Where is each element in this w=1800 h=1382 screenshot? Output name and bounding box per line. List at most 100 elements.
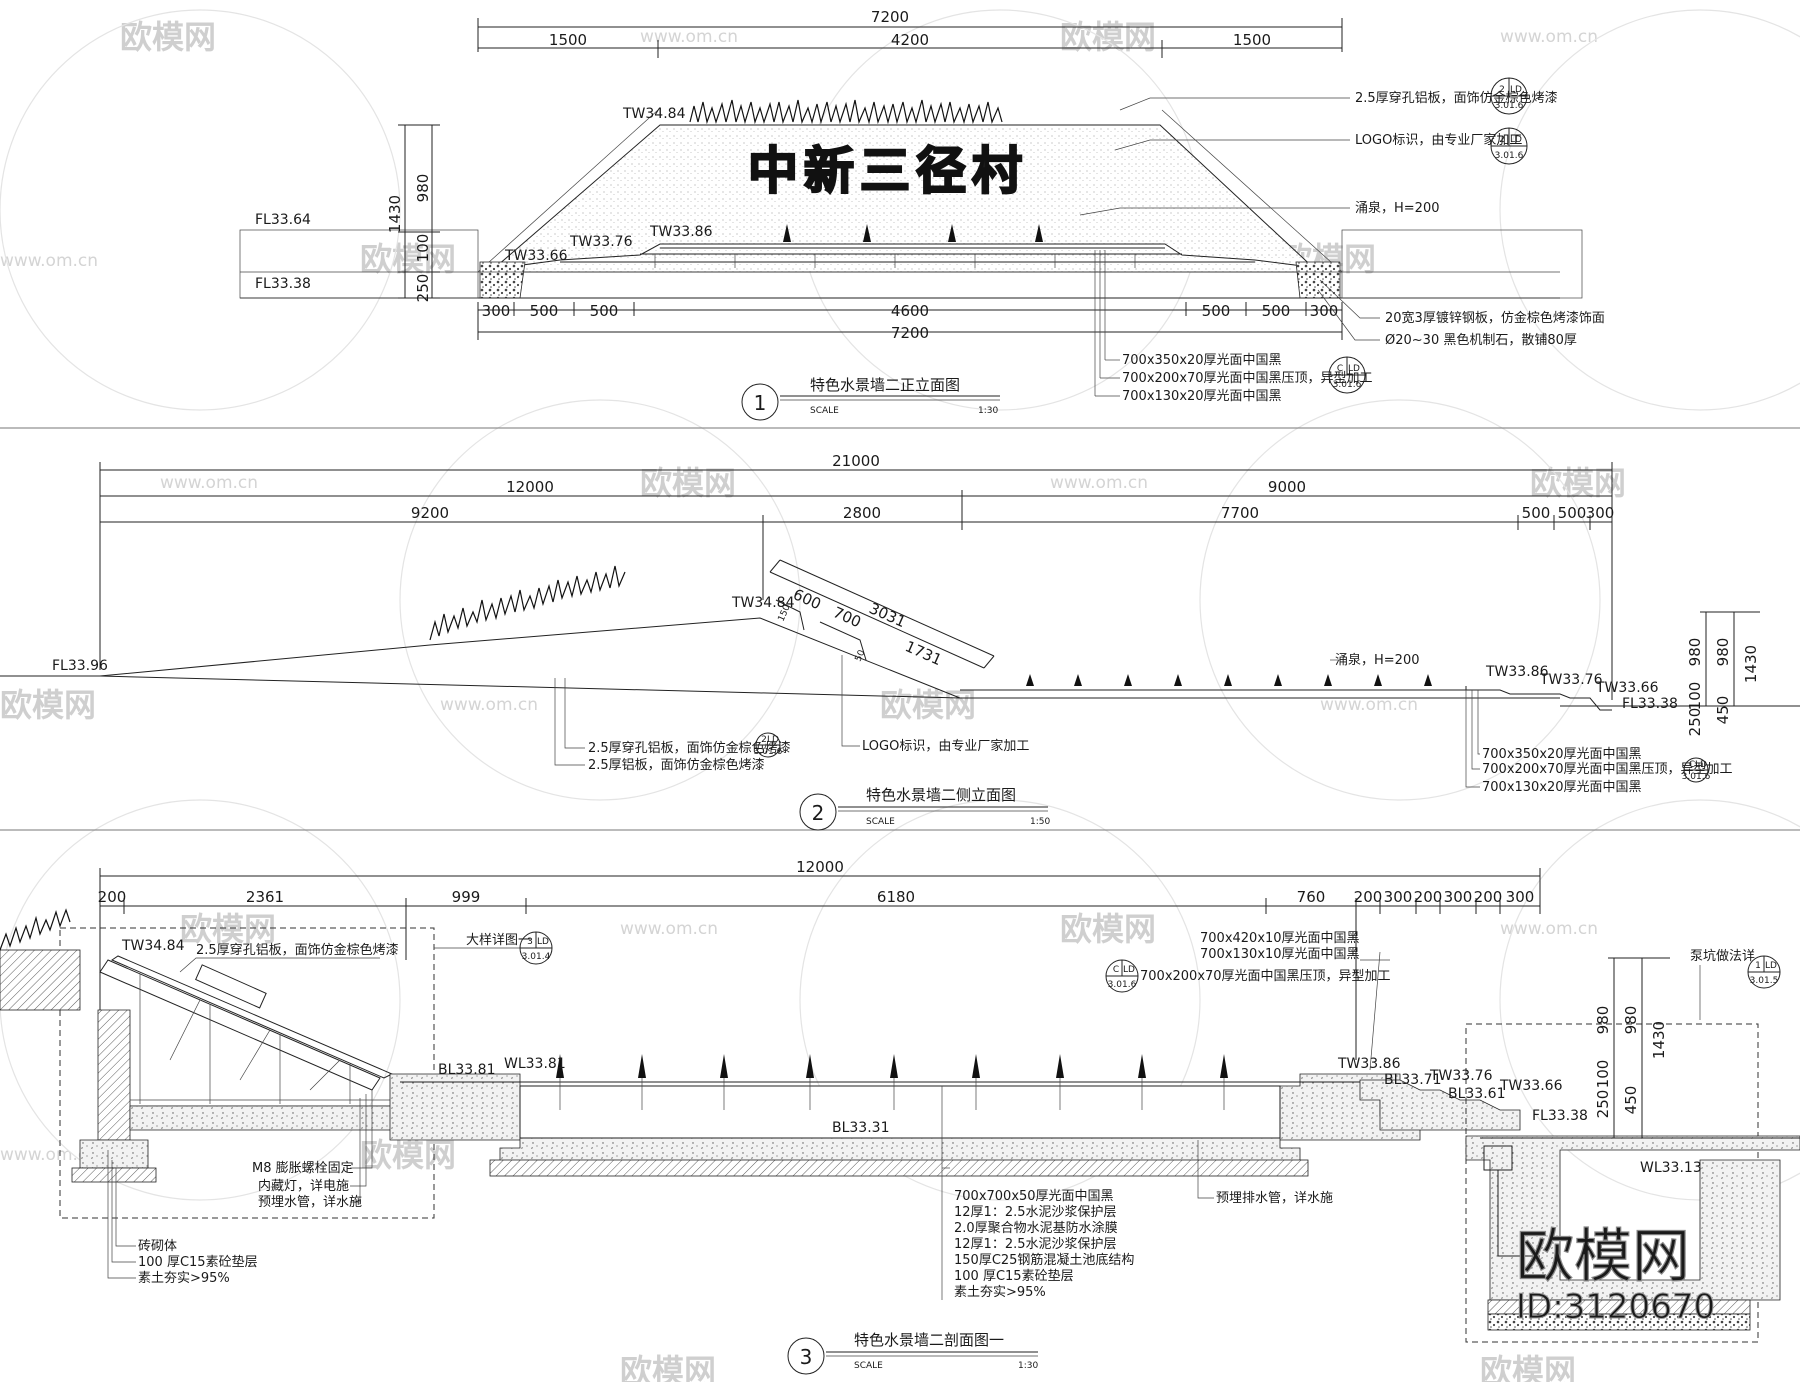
- dim-left: 12000: [506, 478, 554, 496]
- pool-steps: [499, 243, 1319, 269]
- dim-total: 21000: [832, 452, 880, 470]
- watermark-url: www.om.cn: [1050, 473, 1148, 493]
- leader-lines: [1079, 97, 1380, 397]
- note-perforated-panel: 2.5厚穿孔铝板，面饰仿金棕色烤漆: [1355, 90, 1558, 106]
- svg-text:2: 2: [761, 735, 767, 745]
- fountain-pipes: [559, 1078, 1225, 1110]
- dim-bottom-3: 500: [590, 302, 619, 320]
- level-tw-top: TW34.84: [731, 595, 795, 611]
- level-bl-c: BL33.61: [1448, 1086, 1505, 1102]
- planting-row: [429, 565, 626, 641]
- level-fl: FL33.38: [1532, 1108, 1588, 1124]
- note-base-3: 素土夯实>95%: [138, 1271, 230, 1286]
- svg-text:2: 2: [1499, 135, 1505, 145]
- watermark-logo: 欧模网: [360, 1136, 456, 1174]
- watermark-url: www.om.cn: [440, 695, 538, 715]
- fountain-jets: [556, 1054, 1228, 1078]
- planting-row: [689, 99, 1003, 125]
- gravel-bed-left: [479, 261, 526, 299]
- view-number: 2: [812, 801, 825, 825]
- dimension-chain-top: [477, 18, 1343, 58]
- watermark-logo: 欧模网: [1060, 18, 1156, 56]
- dim-300a: 300: [1384, 888, 1413, 906]
- level-tw-c: TW33.86: [1337, 1056, 1401, 1072]
- note-perforated-panel: 2.5厚穿孔铝板，面饰仿金棕色烤漆: [196, 942, 399, 958]
- pit-gravel: [1487, 1313, 1751, 1331]
- dim-h-250: 250: [1594, 1090, 1612, 1119]
- leader-lines: [107, 947, 1701, 1300]
- svg-text:C: C: [1689, 760, 1695, 770]
- dim-total-width: 7200: [871, 8, 909, 26]
- dimension-vertical: [1700, 611, 1760, 707]
- dim-999: 999: [452, 888, 481, 906]
- inclined-panel: [769, 559, 995, 669]
- dim-200: 200: [98, 888, 127, 906]
- note-stone-3: 700x130x20厚光面中国黑: [1482, 780, 1642, 795]
- side-profile: [0, 617, 1800, 711]
- dim-h-450: 450: [1622, 1086, 1640, 1115]
- note-base-1: 砖砌体: [138, 1239, 177, 1254]
- dim-h-1430: 1430: [1650, 1021, 1668, 1059]
- watermark-url: www.om.cn: [620, 919, 718, 939]
- note-detail: 大样详图一: [466, 933, 531, 948]
- view-title-block: 3 特色水景墙二剖面图一 SCALE 1:30: [787, 1331, 1038, 1375]
- dim-bottom-total: 7200: [891, 324, 929, 342]
- svg-text:LD: LD: [1123, 965, 1135, 975]
- svg-text:700x700x50厚光面中国黑: 700x700x50厚光面中国黑: [954, 1189, 1114, 1204]
- svg-text:3.01.6: 3.01.6: [754, 747, 783, 757]
- view-3-section: 12000 200 2361 999 6180 760 200 300 200 …: [0, 858, 1800, 1375]
- note-perforated-panel: 2.5厚穿孔铝板，面饰仿金棕色烤漆: [588, 740, 791, 756]
- note-spring: 涌泉，H=200: [1355, 200, 1439, 216]
- pump-pit-structure: [1465, 1135, 1800, 1301]
- level-tw-a: TW33.66: [504, 248, 568, 264]
- dim-h-980b: 980: [1714, 638, 1732, 667]
- dim-height-250: 250: [414, 274, 432, 303]
- note-aluminum-panel: 2.5厚铝板，面饰仿金棕色烤漆: [588, 757, 765, 773]
- pier-base: [71, 1167, 157, 1183]
- svg-text:LD: LD: [1510, 85, 1522, 95]
- pool-subbase: [489, 1159, 1309, 1177]
- watermark-logo: 欧模网: [0, 686, 96, 724]
- view-number: 3: [800, 1345, 813, 1369]
- pool-construction-notes: 700x700x50厚光面中国黑 12厚1：2.5水泥沙浆保护层 2.0厚聚合物…: [954, 1189, 1134, 1300]
- hedge-planter: [0, 949, 81, 1011]
- cascade-steps: [1359, 1079, 1521, 1131]
- svg-text:150厚C25钢筋混凝土池底结构: 150厚C25钢筋混凝土池底结构: [954, 1252, 1134, 1268]
- view-1-front-elevation: 7200 1500 4200 1500 中新三径村: [239, 8, 1605, 421]
- note-stone-3: 700x130x20厚光面中国黑: [1122, 389, 1282, 404]
- dim-bottom-7: 300: [1310, 302, 1339, 320]
- dim-height-100: 100: [414, 234, 432, 263]
- dimension-vertical: [1608, 957, 1670, 1138]
- level-bl-b: BL33.71: [1384, 1072, 1441, 1088]
- watermark-url: www.om.cn: [0, 251, 98, 271]
- logo-mounting: [195, 964, 267, 1009]
- svg-text:100 厚C15素砼垫层: 100 厚C15素砼垫层: [954, 1268, 1074, 1284]
- svg-text:LD: LD: [537, 937, 549, 947]
- note-spring: 涌泉，H=200: [1335, 652, 1419, 668]
- note-stone-420: 700x420x10厚光面中国黑: [1200, 931, 1360, 946]
- note-pipe: 预埋水管，详水施: [258, 1195, 362, 1210]
- svg-text:C: C: [1113, 965, 1119, 975]
- stone-joints: [654, 254, 1136, 268]
- dim-height-980: 980: [414, 174, 432, 203]
- level-fl-upper: FL33.64: [255, 212, 311, 228]
- dim-bottom-4: 4600: [891, 302, 929, 320]
- dim-bottom-2: 500: [530, 302, 559, 320]
- svg-text:2.0厚聚合物水泥基防水涂膜: 2.0厚聚合物水泥基防水涂膜: [954, 1220, 1118, 1236]
- level-fl-lower: FL33.38: [255, 276, 311, 292]
- watermark-logo: 欧模网: [1480, 1352, 1576, 1382]
- dim-slope-50: 50: [854, 648, 868, 663]
- note-stone-1: 700x350x20厚光面中国黑: [1122, 353, 1282, 368]
- level-tw-b: TW33.76: [1539, 672, 1603, 688]
- level-fl-right: FL33.38: [1622, 696, 1678, 712]
- level-tw-top: TW34.84: [121, 938, 185, 954]
- dim-height-1430: 1430: [386, 195, 404, 233]
- dim-h-980a: 980: [1594, 1006, 1612, 1035]
- frame-base-slab: [129, 1105, 401, 1131]
- view-2-side-elevation: 21000 12000 9000 9200 2800 7700 500 500 …: [0, 452, 1800, 831]
- level-tw-b: TW33.76: [1429, 1068, 1493, 1084]
